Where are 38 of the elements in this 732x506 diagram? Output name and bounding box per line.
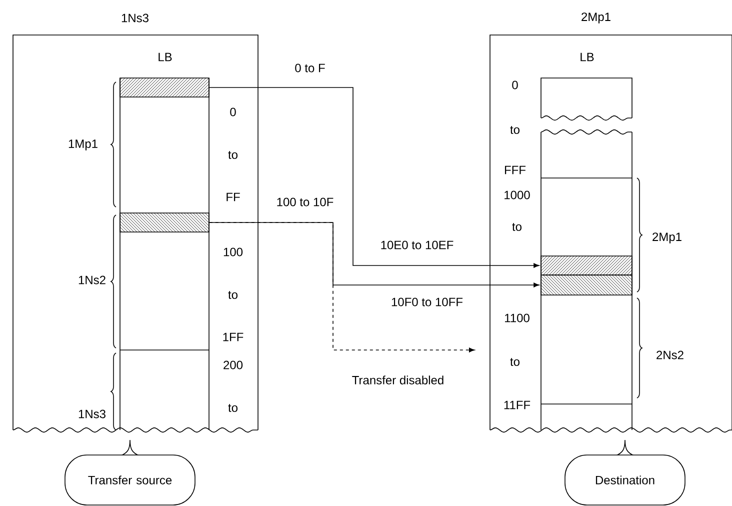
address-label: to: [228, 404, 238, 412]
callout-bubble: Transfer source: [64, 440, 196, 506]
hatched-block: [540, 256, 632, 276]
address-label: to: [512, 223, 522, 231]
brace-label: 1Mp1: [68, 140, 98, 150]
address-label: 1100: [505, 314, 530, 322]
address-label: FF: [226, 192, 240, 202]
callout-bubble: Destination: [564, 440, 686, 506]
brace-label: 1Ns3: [78, 410, 106, 418]
arrow: [209, 87, 540, 268]
arrow: [209, 222, 475, 352]
address-label: 200: [224, 360, 243, 370]
edge-label: 100 to 10F: [275, 196, 335, 208]
address-label: 0: [230, 108, 236, 116]
address-label: 0: [512, 80, 518, 90]
memory-column: LB: [120, 52, 210, 430]
brace-label: 1Ns2: [78, 276, 106, 284]
address-label: to: [228, 151, 238, 159]
hatched-block: [120, 78, 210, 98]
address-label: to: [510, 126, 520, 134]
address-label: 100: [224, 248, 243, 256]
address-label: 1FF: [223, 332, 244, 342]
memory-column: LB: [540, 52, 632, 430]
range-label: 10F0 to 10FF: [392, 298, 463, 306]
address-label: to: [228, 291, 238, 299]
address-label: FFF: [505, 166, 526, 174]
address-label: 1000: [504, 190, 530, 200]
edge-label: Transfer disabled: [350, 374, 446, 386]
brace-label: 2Ns2: [656, 350, 684, 360]
node-label: Transfer source: [88, 476, 172, 484]
brace-label: 2Mp1: [652, 232, 682, 244]
address-label: 11FF: [504, 400, 530, 410]
address-label: to: [510, 358, 520, 366]
edge-label: 0 to F: [294, 62, 326, 74]
node-label: Destination: [596, 476, 654, 484]
hatched-block: [120, 212, 210, 232]
range-label: 10E0 to 10EF: [381, 240, 454, 250]
hatched-block: [540, 274, 632, 296]
